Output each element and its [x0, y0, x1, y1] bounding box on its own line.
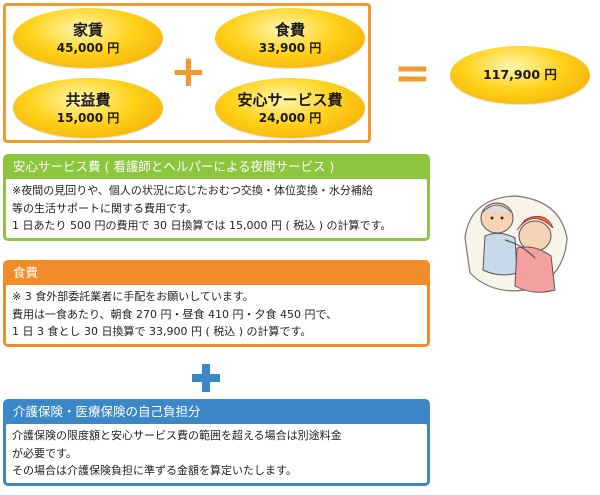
common-oval: 共益費 15,000 円	[13, 78, 163, 138]
safety-service-body: ※夜間の見回りや、個人の状況に応じたおむつ交換・体位変換・水分補給 等の生活サポ…	[6, 179, 427, 238]
rent-amount: 45,000 円	[56, 41, 120, 55]
food-section-body: ※ 3 食外部委託業者に手配をお願いしています。 費用は一食あたり、朝食 270…	[6, 285, 427, 344]
insurance-section-body: 介護保険の限度額と安心サービス費の範囲を超える場合は別途料金 が必要です。 その…	[6, 424, 427, 483]
safety-service-title: 安心サービス費 ( 看護師とヘルパーによる夜間サービス )	[13, 159, 335, 174]
cost-summary-frame	[3, 3, 371, 143]
rent-oval: 家賃 45,000 円	[13, 8, 163, 68]
caregiver-hugging-elder-illustration	[464, 195, 568, 293]
equals-sign: =	[394, 48, 431, 99]
insurance-section: 介護保険・医療保険の自己負担分 介護保険の限度額と安心サービス費の範囲を超える場…	[3, 399, 430, 486]
food-section: 食費 ※ 3 食外部委託業者に手配をお願いしています。 費用は一食あたり、朝食 …	[3, 260, 430, 347]
safety-service-section: 安心サービス費 ( 看護師とヘルパーによる夜間サービス ) ※夜間の見回りや、個…	[3, 154, 430, 241]
common-amount: 15,000 円	[56, 111, 120, 125]
rent-label: 家賃	[72, 21, 103, 39]
food-amount: 33,900 円	[258, 41, 322, 55]
safety-line-2: 等の生活サポートに関する費用です。	[12, 201, 198, 215]
insurance-line-1: 介護保険の限度額と安心サービス費の範囲を超える場合は別途料金	[12, 429, 342, 442]
common-label: 共益費	[65, 91, 111, 109]
food-label: 食費	[274, 21, 305, 39]
safety-line-1: ※夜間の見回りや、個人の状況に応じたおむつ交換・体位変換・水分補給	[12, 184, 373, 197]
safety-oval: 安心サービス費 24,000 円	[215, 78, 365, 138]
plus-connector-icon	[192, 364, 220, 392]
food-section-title: 食費	[13, 265, 39, 280]
safety-line-3: 1 日あたり 500 円の費用で 30 日換算では 15,000 円 ( 税込 …	[12, 219, 392, 232]
total-amount: 117,900 円	[483, 67, 557, 82]
total-oval: 117,900 円	[450, 46, 590, 104]
food-line-1: ※ 3 食外部委託業者に手配をお願いしています。	[12, 290, 254, 303]
insurance-section-title: 介護保険・医療保険の自己負担分	[13, 404, 201, 419]
plus-sign: +	[170, 46, 207, 97]
safety-amount: 24,000 円	[258, 111, 322, 125]
safety-label: 安心サービス費	[237, 91, 343, 109]
food-line-3: 1 日 3 食とし 30 日換算で 33,900 円 ( 税込 ) の計算です。	[12, 325, 312, 338]
insurance-line-2: が必要です。	[12, 446, 77, 460]
food-line-2: 費用は一食あたり、朝食 270 円・昼食 410 円・夕食 450 円で、	[12, 307, 338, 321]
food-oval: 食費 33,900 円	[215, 8, 365, 68]
insurance-line-3: その場合は介護保険負担に準ずる金額を算定いたします。	[12, 464, 297, 477]
